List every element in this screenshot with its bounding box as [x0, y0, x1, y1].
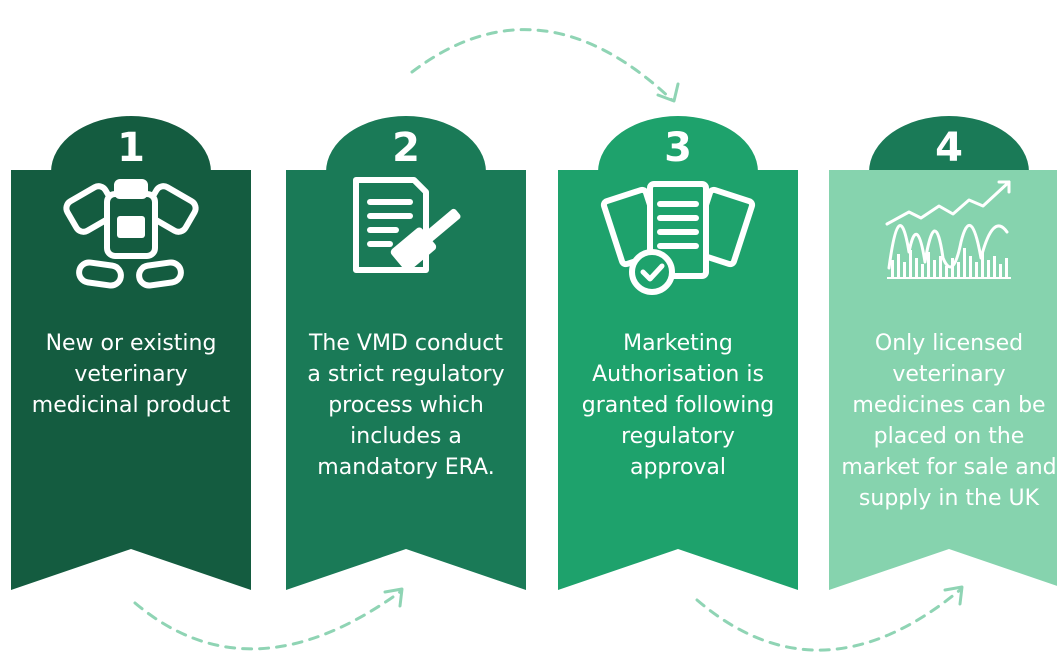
arrow-3-to-4	[695, 588, 962, 652]
step-1-text: New or existing veterinary medicinal pro…	[31, 331, 231, 418]
step-4-number: 4	[935, 125, 963, 171]
step-2-number: 2	[392, 125, 420, 171]
step-4-text: Only licensed veterinary medicines can b…	[841, 331, 1057, 511]
market-growth-chart-icon	[885, 180, 1011, 279]
medicine-bottle-pills-icon	[63, 179, 199, 289]
step-2: 2 The VMD conduct a strict regulatory pr…	[286, 112, 526, 592]
document-gavel-icon	[353, 177, 461, 273]
arrow-1-to-2	[133, 590, 402, 651]
step-2-banner	[286, 116, 526, 590]
step-1-banner	[11, 116, 251, 590]
step-1-number: 1	[117, 125, 145, 171]
step-1: 1 New or existing veterinary medicinal p…	[11, 112, 251, 592]
arrowhead-2	[656, 82, 680, 103]
step-2-text: The VMD conduct a strict regulatory proc…	[307, 331, 505, 480]
step-3: 3 Marketing Authorisation is granted fol…	[558, 112, 798, 592]
step-3-number: 3	[664, 125, 692, 171]
step-3-text: Marketing Authorisation is granted follo…	[581, 331, 775, 480]
step-3-banner	[558, 116, 798, 590]
arrow-2-to-3	[410, 28, 674, 102]
approved-documents-icon	[600, 181, 756, 295]
step-4: 4 Only licensed veterinary medicines can…	[829, 112, 1057, 592]
